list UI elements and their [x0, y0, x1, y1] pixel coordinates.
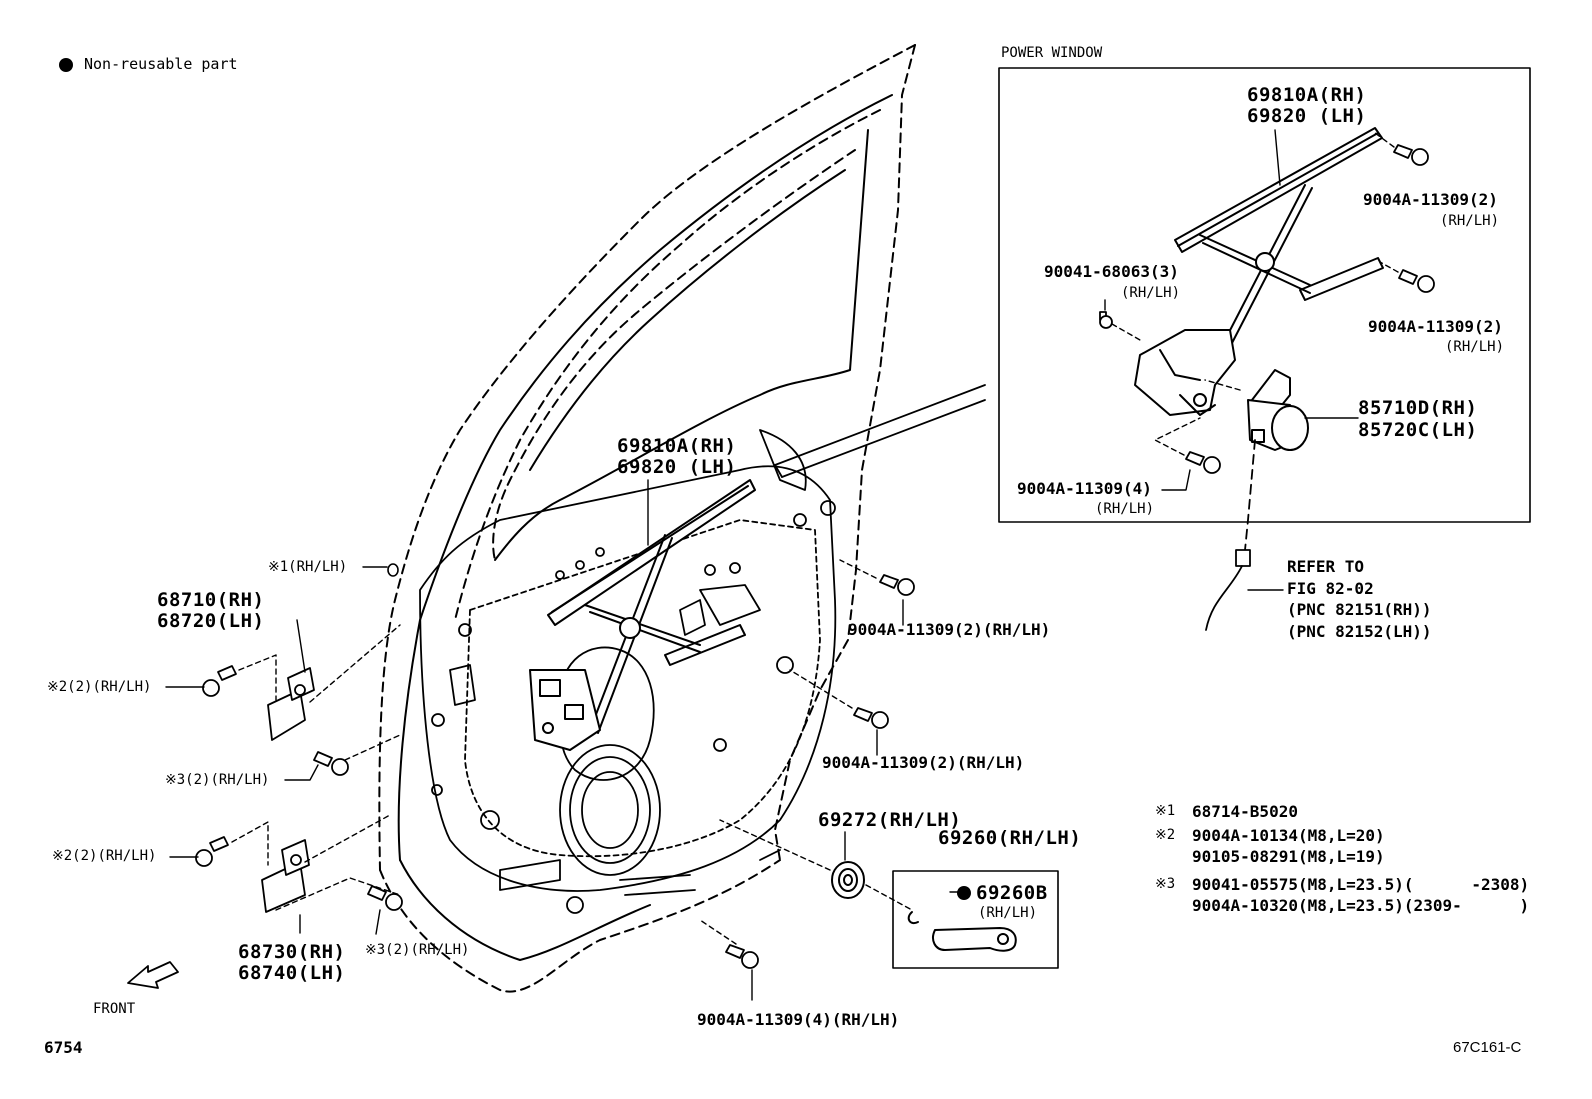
note-mark-2: ※2: [1155, 827, 1176, 843]
bolt-mid-a: [879, 574, 915, 596]
leader-lines: [165, 129, 1359, 1001]
regulator-inset-lh: 69820 (LH): [1247, 105, 1367, 127]
handle-clip-pn: 69260B: [976, 882, 1048, 904]
hinge-upper-rh: 68710(RH): [157, 589, 265, 611]
bolt-bottom: [725, 944, 759, 969]
note-3-line-1: 90041-05575(M8,L=23.5)( -2308): [1192, 875, 1530, 894]
bolt-mid-a-label: 9004A-11309(2)(RH/LH): [848, 620, 1051, 639]
inset-box-frame: [998, 67, 1531, 523]
wiring: [1205, 439, 1256, 631]
regulator-main-lh: 69820 (LH): [617, 456, 737, 478]
handle-clip-side: (RH/LH): [978, 905, 1038, 921]
bolt3-lower-label: ※3(2)(RH/LH): [365, 942, 470, 958]
bolt3-upper: [313, 751, 349, 776]
bolt-mid-b: [853, 707, 889, 729]
bolt-inset-top: [1393, 144, 1429, 166]
legend-text: Non-reusable part: [84, 55, 238, 73]
clip: [387, 563, 399, 577]
front-arrow: [127, 961, 179, 989]
refer-line-4: (PNC 82152(LH)): [1287, 622, 1432, 641]
hinge-upper-lh: 68720(LH): [157, 610, 265, 632]
window-regulator-inset: [1134, 127, 1384, 416]
assembly-lines: [231, 132, 1399, 945]
inset-bolt-top-pn: 9004A-11309(2): [1363, 190, 1498, 209]
legend-dot: [59, 58, 73, 72]
clip-note: ※1(RH/LH): [268, 559, 348, 575]
refer-line-3: (PNC 82151(RH)): [1287, 600, 1432, 619]
bolts: [195, 144, 1435, 969]
inset-bolt-right-pn: 9004A-11309(2): [1368, 317, 1503, 336]
handle-label: 69260(RH/LH): [938, 827, 1082, 849]
bolt2-lower-label: ※2(2)(RH/LH): [52, 848, 157, 864]
hinges: [261, 667, 315, 913]
inset-bolt-bottom-pn: 9004A-11309(4): [1017, 479, 1152, 498]
non-reusable-dot: [957, 886, 971, 900]
bolt-inset-bottom: [1185, 451, 1221, 474]
bolt2-upper-label: ※2(2)(RH/LH): [47, 679, 152, 695]
door-shell: [378, 44, 916, 993]
note-mark-3: ※3: [1155, 876, 1176, 892]
note-2-line-1: 9004A-10134(M8,L=20): [1192, 826, 1385, 845]
note-1-line-1: 68714-B5020: [1192, 802, 1298, 821]
window-opening: [492, 129, 869, 561]
screw-inset: [1099, 311, 1113, 329]
inset-bolt-top-side: (RH/LH): [1440, 213, 1500, 229]
bolt2-lower: [195, 836, 229, 867]
refer-line-1: REFER TO: [1287, 557, 1365, 576]
hinge-lower-lh: 68740(LH): [238, 962, 346, 984]
bolt-bottom-label: 9004A-11309(4)(RH/LH): [697, 1010, 900, 1029]
inset-pointer-lines: [774, 384, 986, 478]
motor: [1247, 369, 1309, 451]
seat-label: 69272(RH/LH): [818, 809, 962, 831]
handle-parts: [831, 861, 1059, 969]
regulator-main-rh: 69810A(RH): [617, 435, 737, 457]
regulator-inset-rh: 69810A(RH): [1247, 84, 1367, 106]
note-2-line-2: 90105-08291(M8,L=19): [1192, 847, 1385, 866]
bolt3-lower: [367, 885, 403, 911]
front-label: FRONT: [93, 1001, 136, 1017]
bolt-inset-right: [1398, 269, 1435, 293]
bolt-mid-b-label: 9004A-11309(2)(RH/LH): [822, 753, 1025, 772]
page-code-right: 67C161-C: [1453, 1039, 1522, 1056]
motor-lh: 85720C(LH): [1358, 419, 1478, 441]
note-mark-1: ※1: [1155, 803, 1176, 819]
bolt2-upper: [202, 665, 237, 697]
motor-rh: 85710D(RH): [1358, 397, 1478, 419]
inner-panel: [419, 429, 837, 914]
note-3-line-2: 9004A-10320(M8,L=23.5)(2309- ): [1192, 896, 1530, 915]
inset-title: POWER WINDOW: [1001, 45, 1103, 61]
inset-screw-pn: 90041-68063(3): [1044, 262, 1179, 281]
inset-screw-side: (RH/LH): [1121, 285, 1181, 301]
window-regulator-main: [529, 479, 756, 751]
inset-bolt-right-side: (RH/LH): [1445, 339, 1505, 355]
hinge-lower-rh: 68730(RH): [238, 941, 346, 963]
inset-bolt-bottom-side: (RH/LH): [1095, 501, 1155, 517]
page-code-left: 6754: [44, 1038, 83, 1057]
refer-line-2: FIG 82-02: [1287, 579, 1374, 598]
bolt3-upper-label: ※3(2)(RH/LH): [165, 772, 270, 788]
